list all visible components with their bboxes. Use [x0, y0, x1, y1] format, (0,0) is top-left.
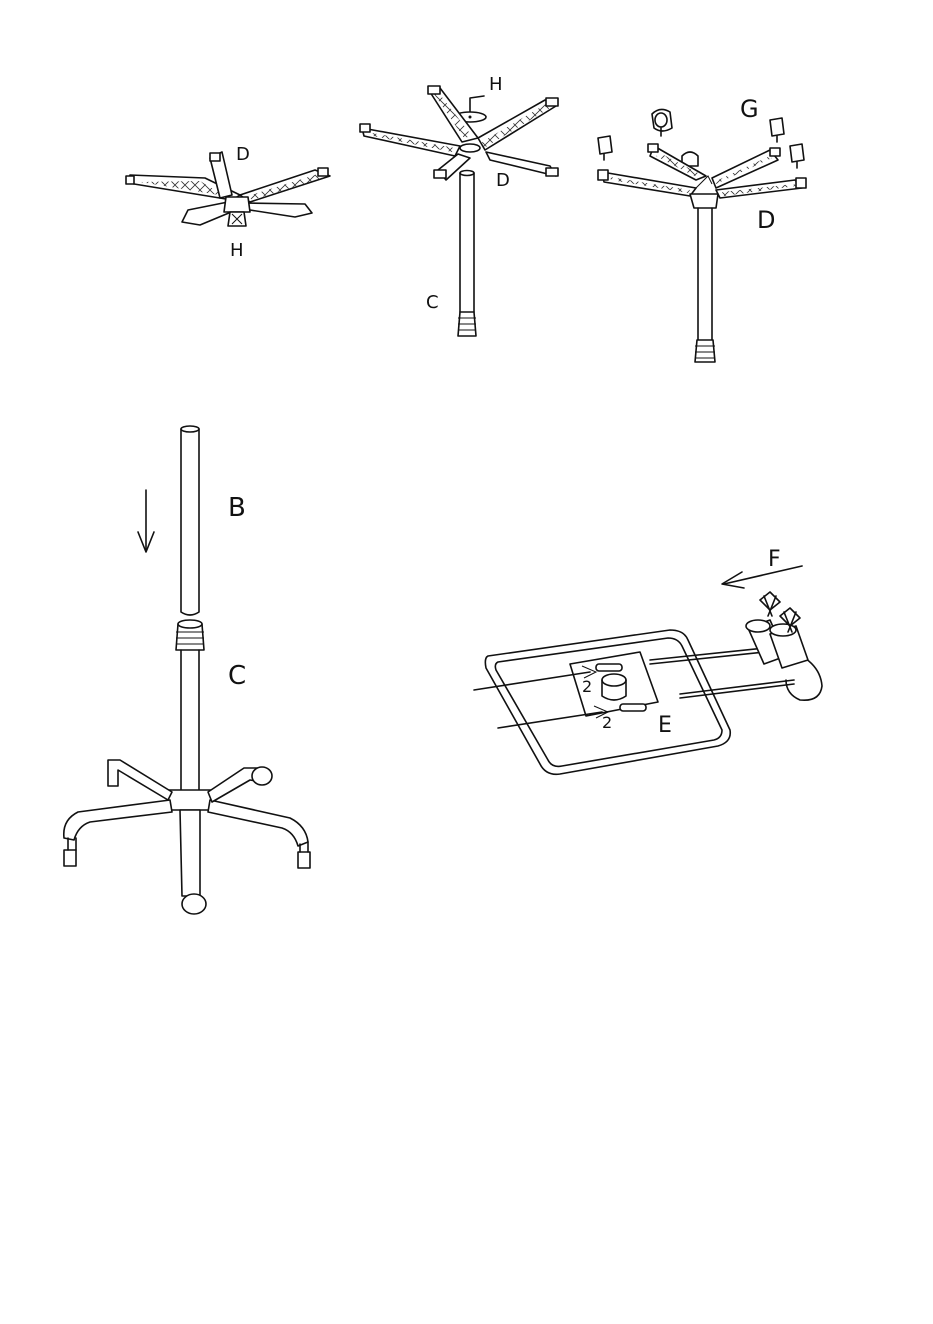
step1-label-h: H: [230, 240, 244, 261]
step5-center-boss: [602, 674, 626, 686]
step5-holder-onto-plate: F 2 2 E: [474, 547, 822, 774]
step5-direction-arrow: [722, 566, 802, 588]
step2-base-legs: [360, 86, 558, 180]
step4-tube-c: [181, 650, 199, 790]
step4-pole-top: [181, 426, 199, 432]
step2-hex-key-h: [470, 96, 484, 112]
step3-label-d: D: [757, 206, 775, 234]
step3-hub: [690, 194, 718, 208]
step4-label-c: C: [228, 661, 246, 691]
step4-label-b: B: [228, 493, 246, 523]
step5-label-number-top: 2: [582, 677, 592, 696]
step4-pole-b: [181, 429, 199, 615]
step1-base-legs: [126, 152, 330, 225]
step5-label-number-bottom: 2: [602, 713, 612, 732]
step3-casters-into-base: G D: [598, 95, 806, 362]
step1-hub: [224, 197, 250, 212]
step2-label-d: D: [496, 170, 510, 191]
step2-tube-c: [460, 173, 474, 312]
step2-hub: [460, 144, 480, 152]
step3-tube: [698, 208, 712, 340]
step5-label-f: F: [768, 547, 781, 572]
step2-label-h: H: [489, 74, 503, 95]
step3-label-g: G: [740, 95, 759, 123]
step4-base: [64, 760, 310, 914]
step1-label-d: D: [236, 144, 250, 165]
step4-insert-arrow: [138, 490, 154, 552]
step4-pole-into-tube: B C: [64, 426, 310, 914]
step3-base-legs: [598, 144, 806, 198]
step1-base-with-bolt: D H: [126, 144, 330, 261]
step5-holder-cups-f: [746, 592, 808, 668]
step2-label-c: C: [426, 292, 439, 313]
step5-label-e: E: [658, 713, 672, 738]
step2-base-tube-key: H D C: [360, 74, 558, 336]
